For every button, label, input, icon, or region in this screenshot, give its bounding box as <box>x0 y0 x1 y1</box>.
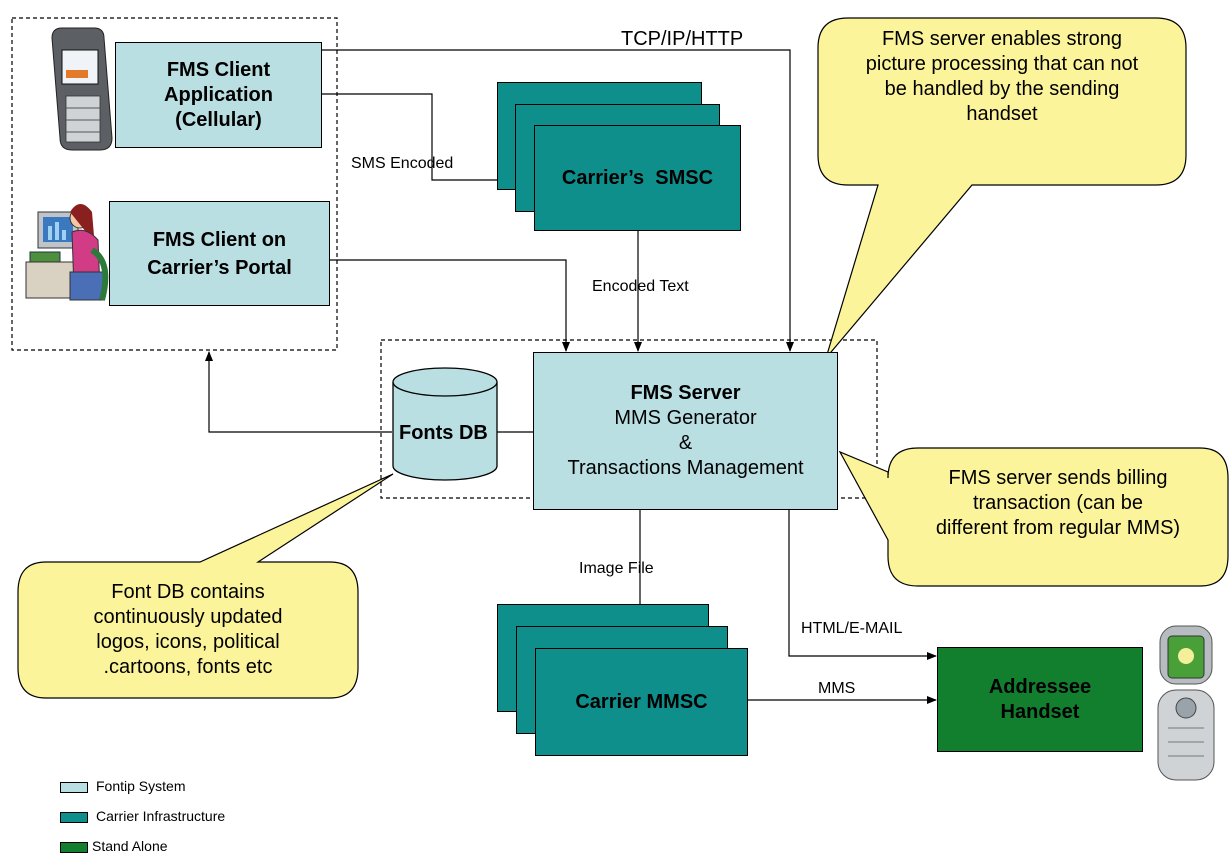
fms-client-portal-node: FMS Client on Carrier’s Portal <box>109 201 330 306</box>
flip-phone-icon <box>1157 625 1215 781</box>
callout-fontdb-line1: Font DB contains <box>111 581 265 603</box>
callout-server-line4: handset <box>966 103 1038 125</box>
callout-billing-line3: different from regular MMS) <box>935 517 1181 539</box>
callout-billing-line1: FMS server sends billing <box>948 467 1168 489</box>
fms-client-app-line1: FMS Client <box>166 58 271 81</box>
edge-tcp <box>322 49 794 352</box>
callout-fontdb-line3: logos, icons, political <box>96 631 280 653</box>
addressee-line2: Handset <box>1000 700 1080 723</box>
fonts-db-cylinder <box>392 367 498 481</box>
callout-fontdb-line4: .cartoons, fonts etc <box>103 656 273 678</box>
fms-server-title: FMS Server <box>630 382 741 404</box>
fms-server-line3: & <box>678 432 693 454</box>
callout-font-db-text: Font DB contains continuously updated lo… <box>20 580 356 680</box>
fms-server-line4: Transactions Management <box>567 457 804 479</box>
legend-swatch-carrier <box>60 812 88 823</box>
callout-billing-line2: transaction (can be <box>972 492 1144 514</box>
edge-portal <box>330 259 570 352</box>
fms-client-app-line2: Application <box>164 83 273 106</box>
mobile-phone-icon <box>51 27 113 151</box>
legend-label-carrier: Carrier Infrastructure <box>96 808 226 824</box>
carrier-smsc-node: Carrier’s SMSC <box>534 125 741 231</box>
legend-swatch-stand-alone <box>60 842 88 853</box>
edge-db-to-clients <box>205 351 392 433</box>
client-group-boundary <box>11 17 338 351</box>
fms-client-app-line3: (Cellular) <box>175 108 262 131</box>
callout-server-line2: picture processing that can not <box>865 53 1139 75</box>
addressee-line1: Addressee <box>988 675 1092 698</box>
edge-label-tcp: TCP/IP/HTTP <box>621 28 744 50</box>
callout-server-line3: be handled by the sending <box>884 78 1120 100</box>
legend-label-stand-alone: Stand Alone <box>92 838 168 854</box>
fonts-db-label: Fonts DB <box>399 422 488 444</box>
edge-label-html-email: HTML/E-MAIL <box>801 620 903 637</box>
callout-billing-text: FMS server sends billing transaction (ca… <box>890 466 1226 541</box>
callout-server-line1: FMS server enables strong <box>881 28 1123 50</box>
legend-label-fontip: Fontip System <box>96 778 186 794</box>
edge-label-sms: SMS Encoded <box>351 155 454 172</box>
fms-server-node: FMS Server MMS Generator & Transactions … <box>533 352 838 510</box>
server-group-boundary <box>380 339 878 499</box>
fms-client-application-node: FMS Client Application (Cellular) <box>115 42 322 148</box>
fms-server-line2: MMS Generator <box>614 407 757 429</box>
edge-label-encoded-text: Encoded Text <box>592 278 689 295</box>
carrier-smsc-label: Carrier’s SMSC <box>561 166 714 189</box>
fms-client-portal-line2: Carrier’s Portal <box>147 256 292 279</box>
edge-label-image-file: Image File <box>579 560 654 577</box>
callout-server-processing-text: FMS server enables strong picture proces… <box>820 27 1184 127</box>
carrier-mmsc-label: Carrier MMSC <box>575 690 708 713</box>
edge-sms <box>322 93 531 184</box>
carrier-mmsc-node: Carrier MMSC <box>535 648 748 756</box>
addressee-handset-node: Addressee Handset <box>937 647 1143 752</box>
callout-server-processing <box>817 17 1187 359</box>
legend-swatch-fontip <box>60 782 88 793</box>
edge-label-mms: MMS <box>818 680 856 697</box>
fms-client-portal-line1: FMS Client on <box>152 228 287 251</box>
callout-fontdb-line2: continuously updated <box>93 606 283 628</box>
callout-font-db <box>17 473 394 699</box>
edge-html-email <box>788 510 937 660</box>
callout-billing <box>838 447 1229 587</box>
person-at-computer-icon <box>25 204 109 301</box>
